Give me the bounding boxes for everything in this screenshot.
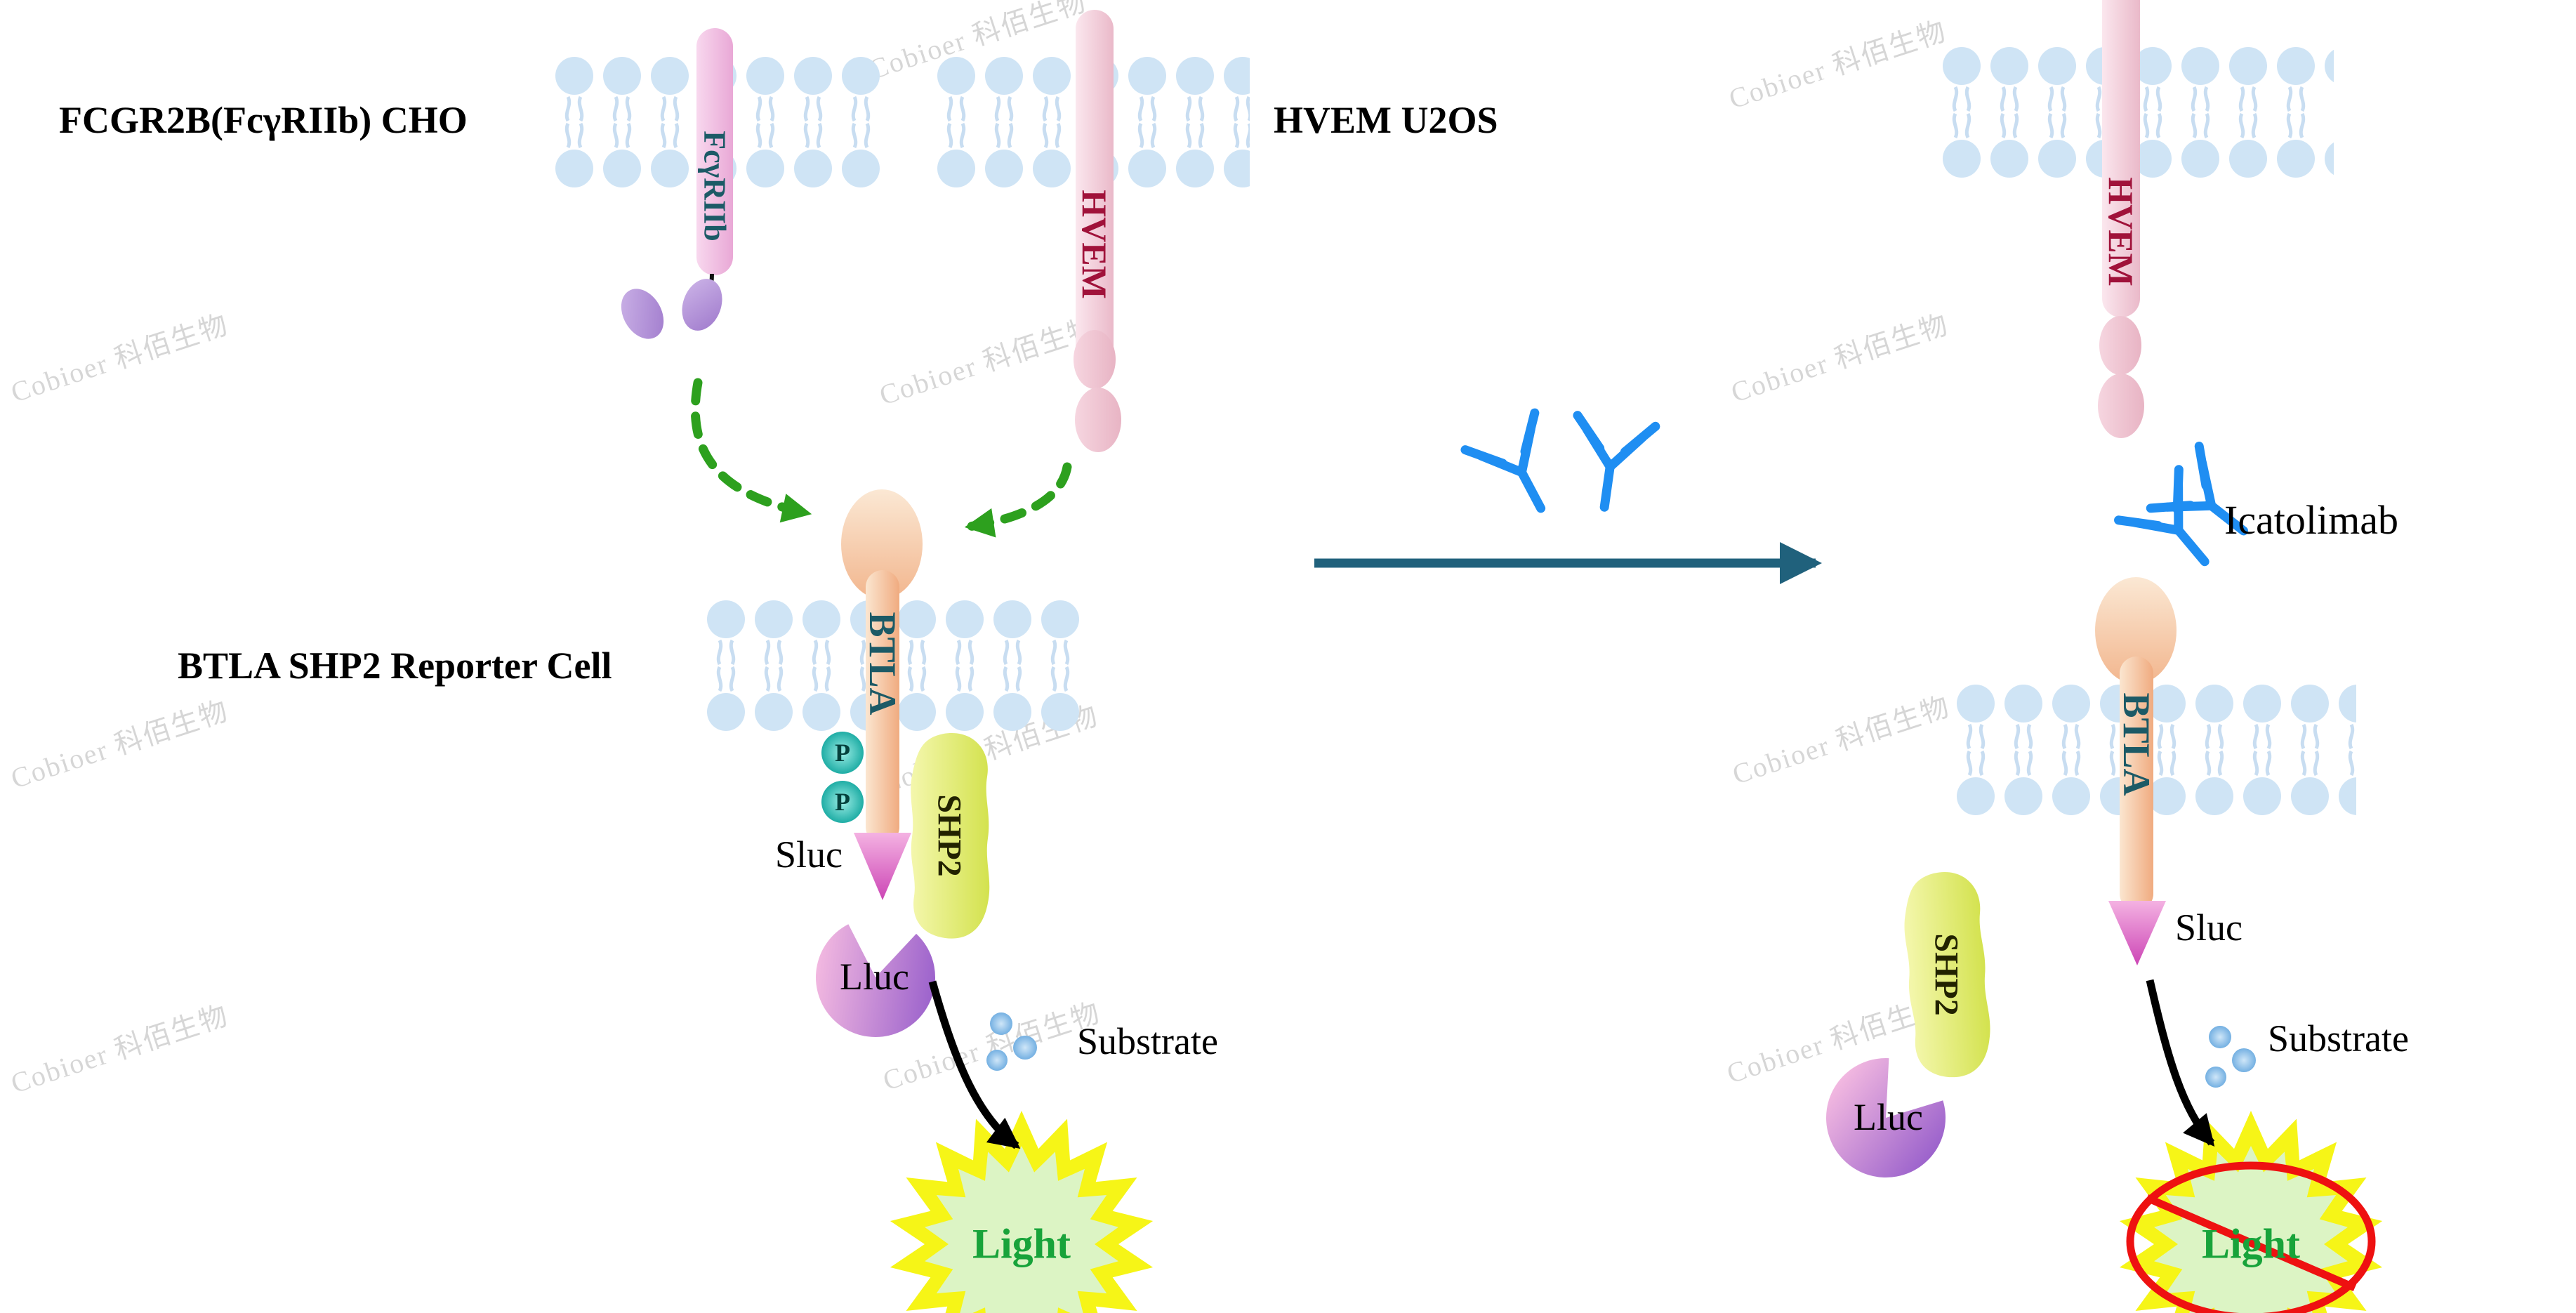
phospho-site-1 [821,732,864,774]
light-burst-left-inner [925,1146,1118,1313]
engagement-arrow-hvem [964,462,1072,538]
hvem-receptor-left [1074,10,1121,452]
btla-receptor-label-left: BTLA [861,612,904,715]
substrate-label-left: Substrate [1077,1020,1218,1062]
membrane-reporter-cell-right [1952,682,2356,817]
antibody-icon [1465,413,1576,527]
antibody-icon [1566,416,1656,513]
reporter-cell-label: BTLA SHP2 Reporter Cell [178,645,612,687]
sluc-fragment-left [854,833,911,900]
substrate-dots-left [986,1012,1037,1071]
icatolimab-antibody-icon [2119,470,2235,587]
shp2-label-left: SHP2 [930,794,968,877]
lluc-label-right: Lluc [1854,1096,1923,1138]
light-label-right: Light [2201,1220,2301,1267]
ligand-cell-label: HVEM U2OS [1274,99,1498,141]
light-burst-right-inner [2154,1146,2348,1313]
phospho-label-2: P [835,788,850,816]
hvem-receptor-label-left: HVEM [1075,190,1114,299]
substrate-label-right: Substrate [2268,1017,2409,1060]
substrate-dots-right [2205,1026,2256,1088]
effector-cell-label: FCGR2B(FcγRIIb) CHO [59,99,468,141]
fcgr2b-receptor [621,28,733,339]
btla-receptor-right [2095,577,2177,911]
fcgr2b-receptor-label: FcγRIIb [697,131,732,242]
sluc-fragment-right [2108,901,2166,965]
phospho-site-2 [821,781,864,823]
shp2-label-right: SHP2 [1927,933,1965,1016]
sluc-label-left: Sluc [775,833,843,876]
luminescence-arrow-right [2146,979,2215,1147]
btla-receptor-label-right: BTLA [2115,692,2158,796]
lluc-label-left: Lluc [840,956,909,998]
luminescence-arrow-left [928,980,1021,1149]
btla-receptor-left [841,489,923,844]
hvem-receptor-label-right: HVEM [2101,177,2141,286]
light-label-left: Light [972,1220,1071,1267]
engagement-arrow-fcgr2b [690,378,812,523]
hvem-receptor-right [2098,0,2144,438]
no-light-prohibition-icon [2126,1161,2376,1313]
icatolimab-label: Icatolimab [2224,497,2399,543]
phospho-label-1: P [835,739,850,767]
sluc-label-right: Sluc [2175,906,2243,949]
